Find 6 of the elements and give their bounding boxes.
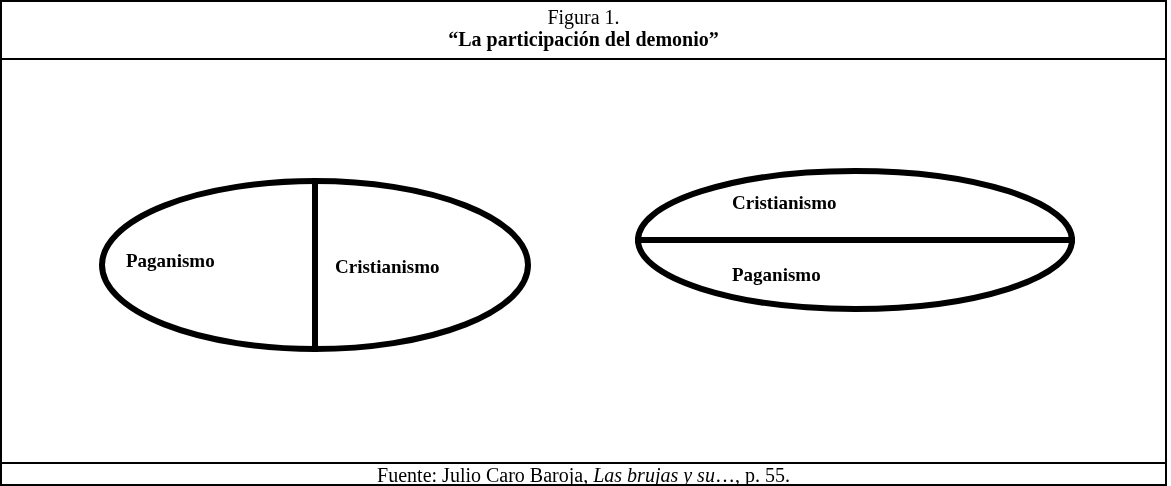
figure-number: Figura 1. bbox=[547, 6, 620, 28]
region-label: Paganismo bbox=[126, 250, 215, 272]
figure-title: “La participación del demonio” bbox=[448, 28, 719, 50]
region-label: Paganismo bbox=[732, 264, 821, 286]
region-label: Cristianismo bbox=[335, 256, 440, 278]
region-label: Cristianismo bbox=[732, 192, 837, 214]
